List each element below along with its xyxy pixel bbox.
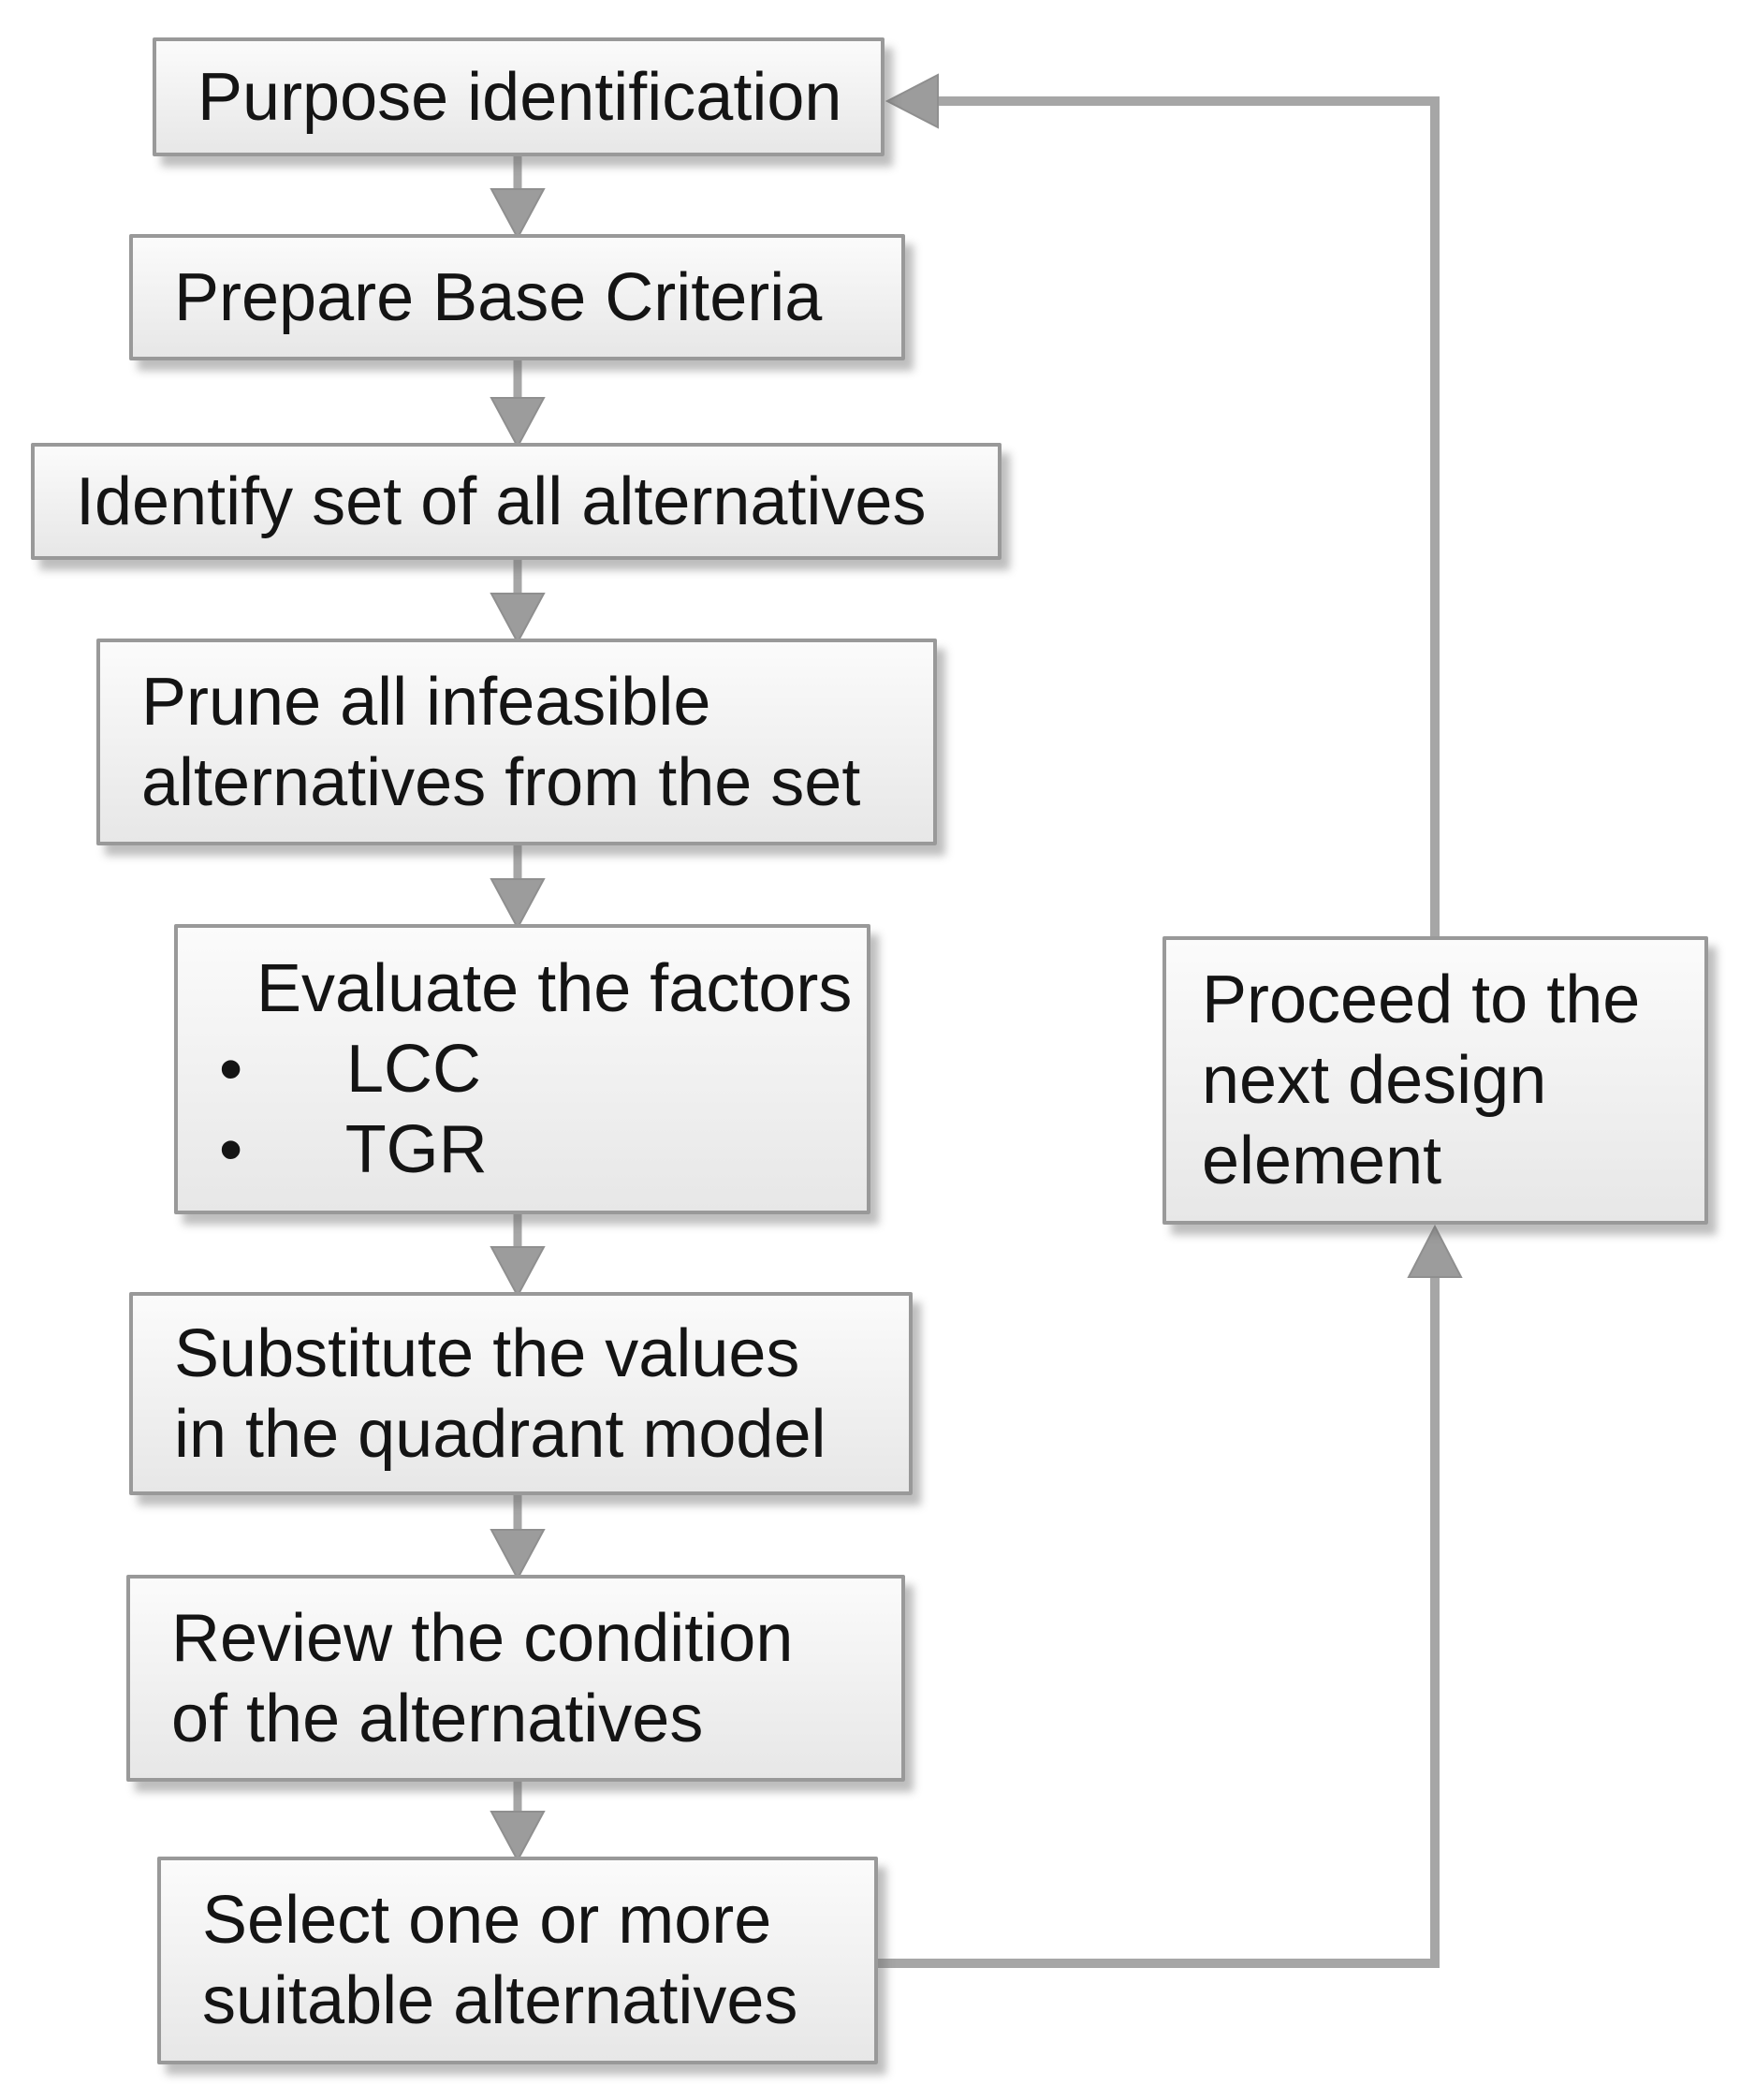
step-label-line: of the alternatives <box>171 1681 704 1756</box>
arrowhead-down-icon <box>490 397 546 449</box>
step-label-line: Substitute the values <box>174 1315 800 1391</box>
arrow-identify-to-prune <box>490 558 546 645</box>
bullet-label: LCC <box>346 1032 482 1107</box>
step-label-line: Select one or more <box>202 1883 772 1958</box>
arrow-substitute-to-review <box>490 1493 546 1581</box>
step-review-condition: Review the condition of the alternatives <box>126 1575 905 1782</box>
arrowhead-down-icon <box>490 1529 546 1581</box>
step-prepare-base-criteria: Prepare Base Criteria <box>129 234 905 360</box>
step-identify-alternatives: Identify set of all alternatives <box>31 443 1002 560</box>
step-purpose-identification: Purpose identification <box>153 37 885 156</box>
step-label-line: suitable alternatives <box>202 1963 798 2038</box>
arrowhead-down-icon <box>490 878 546 931</box>
step-substitute-values: Substitute the values in the quadrant mo… <box>129 1292 913 1495</box>
bullet-label: TGR <box>344 1112 488 1187</box>
step-label-line: in the quadrant model <box>174 1396 826 1472</box>
arrow-prune-to-evaluate <box>490 844 546 931</box>
arrowhead-down-icon <box>490 1246 546 1299</box>
step-label-line: alternatives from the set <box>141 744 861 820</box>
step-select-alternatives: Select one or more suitable alternatives <box>157 1857 878 2064</box>
step-label-line: Evaluate the factors <box>256 951 853 1026</box>
bullet-item: • LCC <box>219 1029 841 1109</box>
bullet-icon: • <box>219 1112 243 1187</box>
connector-select-to-proceed <box>878 1224 1463 1968</box>
arrow-evaluate-to-substitute <box>490 1212 546 1299</box>
step-label-line: Review the condition <box>171 1600 794 1676</box>
arrow-review-to-select <box>490 1780 546 1863</box>
step-proceed-next-design-element: Proceed to the next design element <box>1162 936 1708 1225</box>
step-label: Purpose identification <box>197 59 842 135</box>
arrowhead-up-icon <box>1407 1224 1463 1278</box>
bullet-icon: • <box>219 1032 243 1107</box>
step-prune-infeasible: Prune all infeasible alternatives from t… <box>96 639 937 845</box>
arrow-criteria-to-identify <box>490 359 546 449</box>
step-label-line: Prune all infeasible <box>141 664 711 740</box>
arrowhead-down-icon <box>490 1811 546 1863</box>
step-label-line: next design <box>1202 1043 1547 1118</box>
step-label-line: element <box>1202 1123 1442 1198</box>
step-evaluate-factors: Evaluate the factors • LCC • TGR <box>174 924 870 1214</box>
step-label-line: Proceed to the <box>1202 962 1641 1037</box>
step-label: Identify set of all alternatives <box>76 463 927 539</box>
arrowhead-down-icon <box>490 593 546 645</box>
step-label: Prepare Base Criteria <box>174 259 823 335</box>
bullet-item: • TGR <box>219 1109 841 1190</box>
arrowhead-left-icon <box>885 73 939 129</box>
arrowhead-down-icon <box>490 188 546 241</box>
arrow-purpose-to-criteria <box>490 154 546 241</box>
